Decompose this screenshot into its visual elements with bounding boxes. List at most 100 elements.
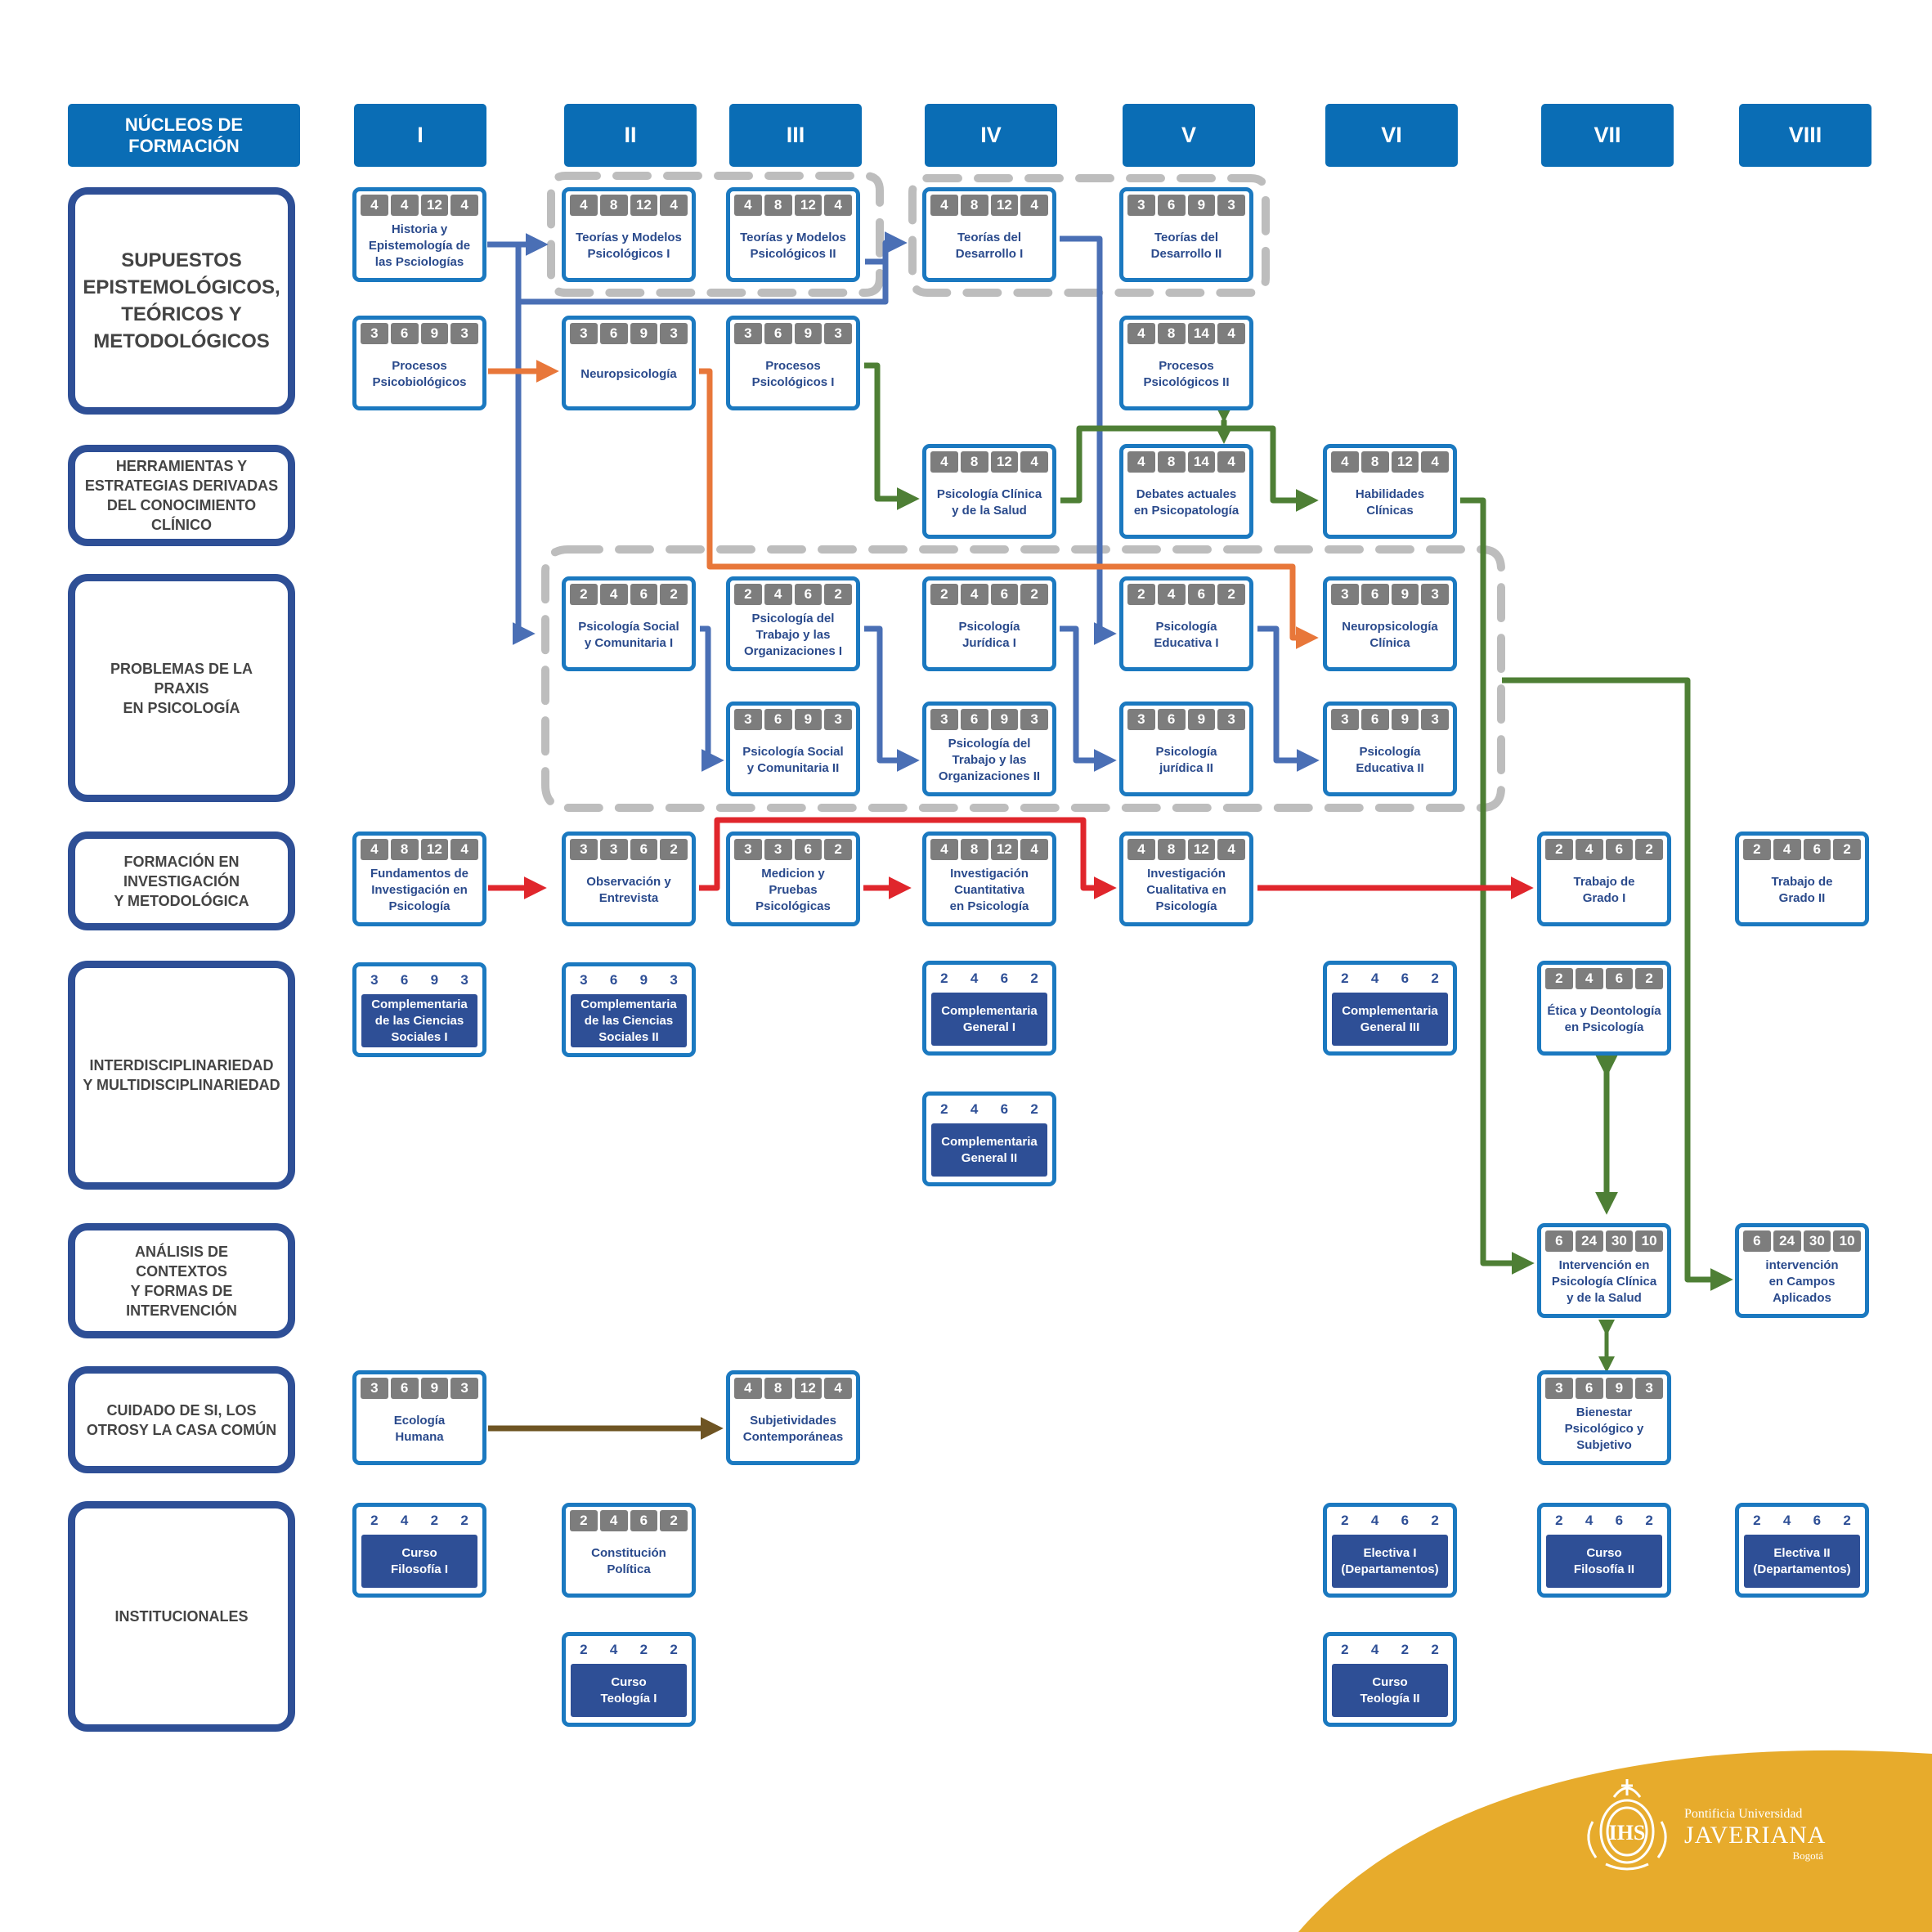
- course-name: Psicología Social y Comunitaria II: [742, 744, 844, 775]
- logo-line-1: Pontificia Universidad: [1684, 1807, 1803, 1821]
- credit-value: 6: [599, 323, 628, 344]
- arrow-desarrollo-i-to-educativa-i: [1060, 235, 1117, 645]
- credit-value: 4: [451, 839, 478, 860]
- course-name: Psicología jurídica II: [1155, 744, 1217, 775]
- arrow-procesos-i-to-clinica-salud: [864, 362, 920, 510]
- course-name: Electiva I (Departamentos): [1332, 1535, 1448, 1588]
- course-name: Neuropsicología: [580, 366, 677, 381]
- credit-value: 6: [1360, 584, 1389, 605]
- arrow-neuropsicologia-to-neuropsicologia-clinica: [699, 368, 1319, 649]
- credit-value: 6: [1391, 1510, 1419, 1531]
- credit-value: 12: [990, 451, 1019, 473]
- credit-value: 8: [960, 195, 988, 216]
- credit-value: 10: [1635, 1230, 1663, 1252]
- credit-value: 3: [361, 1378, 388, 1399]
- credit-value: 2: [930, 1099, 958, 1120]
- javeriana-crest-icon: IHS: [1587, 1779, 1667, 1871]
- credit-value: 3: [451, 1378, 478, 1399]
- credit-value: 2: [1421, 968, 1449, 989]
- credit-value: 2: [1545, 968, 1573, 989]
- course-name: Curso Filosofía I: [361, 1535, 477, 1588]
- course-name: Neuropsicología Clínica: [1342, 619, 1438, 650]
- credit-value: 6: [1575, 1378, 1603, 1399]
- credit-value: 3: [1545, 1378, 1573, 1399]
- credit-value: 3: [764, 839, 792, 860]
- semester-header-iv: IV: [925, 104, 1057, 167]
- credit-value: 3: [1020, 709, 1048, 730]
- credit-value: 6: [990, 584, 1019, 605]
- credit-value: 2: [1331, 968, 1359, 989]
- row-label-intervencion: ANÁLISIS DE CONTEXTOS Y FORMAS DE INTERV…: [68, 1223, 295, 1338]
- credit-value: 9: [420, 970, 449, 991]
- credit-value: 4: [1421, 451, 1449, 473]
- course-name: Curso Filosofía II: [1546, 1535, 1662, 1588]
- credit-value: 9: [1187, 195, 1216, 216]
- credit-value: 2: [1421, 1639, 1449, 1661]
- credit-value: 9: [794, 709, 823, 730]
- credit-value: 2: [1635, 1510, 1663, 1531]
- row-label-interdisciplinariedad: INTERDISCIPLINARIEDAD Y MULTIDISCIPLINAR…: [68, 961, 295, 1190]
- credit-value: 3: [1421, 584, 1449, 605]
- course-name: Complementaria General I: [931, 993, 1047, 1046]
- course-name: Complementaria General II: [931, 1123, 1047, 1177]
- credit-value: 4: [1360, 968, 1389, 989]
- credit-value: 2: [1331, 1510, 1359, 1531]
- credit-value: 2: [660, 839, 688, 860]
- credit-value: 4: [1575, 839, 1603, 860]
- credit-value: 12: [794, 1378, 823, 1399]
- row-label-supuestos: SUPUESTOS EPISTEMOLÓGICOS, TEÓRICOS Y ME…: [68, 187, 295, 415]
- credit-value: 3: [570, 970, 598, 991]
- credit-value: 4: [1020, 451, 1048, 473]
- course-name: Ética y Deontología en Psicología: [1547, 1003, 1661, 1034]
- credit-value: 6: [990, 1099, 1019, 1120]
- credit-value: 6: [630, 839, 658, 860]
- credit-value: 6: [1605, 968, 1634, 989]
- credit-value: 3: [599, 839, 628, 860]
- credit-value: 14: [1187, 323, 1216, 344]
- credit-value: 2: [1545, 1510, 1573, 1531]
- course-name: intervención en Campos Aplicados: [1765, 1257, 1839, 1305]
- credit-value: 4: [1331, 451, 1359, 473]
- course-name: Psicología del Trabajo y las Organizacio…: [743, 611, 843, 658]
- credit-value: 6: [1743, 1230, 1771, 1252]
- course-name: Teorías y Modelos Psicológicos II: [740, 230, 846, 261]
- credit-value: 3: [1635, 1378, 1663, 1399]
- credit-value: 2: [930, 584, 958, 605]
- credit-value: 6: [599, 970, 628, 991]
- credit-value: 6: [630, 584, 658, 605]
- course-name: Psicología Jurídica I: [958, 619, 1020, 650]
- credit-value: 4: [960, 584, 988, 605]
- credit-value: 4: [930, 195, 958, 216]
- credit-value: 8: [764, 195, 792, 216]
- credit-value: 4: [599, 1639, 628, 1661]
- credit-value: 12: [990, 195, 1019, 216]
- credit-value: 6: [794, 839, 823, 860]
- credit-value: 6: [1157, 195, 1186, 216]
- course-name: Teorías y Modelos Psicológicos I: [576, 230, 682, 261]
- credit-value: 9: [1391, 584, 1419, 605]
